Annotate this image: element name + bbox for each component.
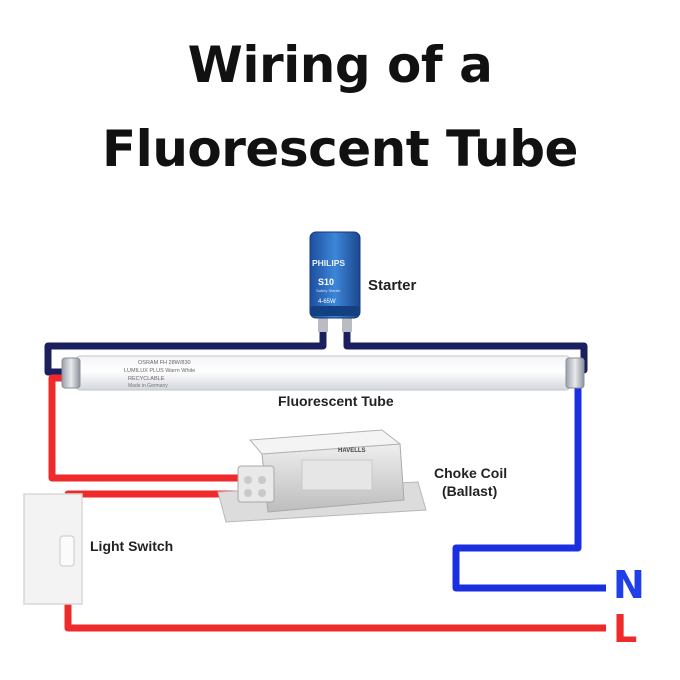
tube-label: Fluorescent Tube xyxy=(278,393,394,409)
tube-print-3: RECYCLABLE xyxy=(128,376,165,382)
choke-label-1: Choke Coil xyxy=(434,465,507,481)
starter-sub: Safety Starter xyxy=(316,288,341,293)
starter: PHILIPS S10 Safety Starter 4-65W xyxy=(309,231,361,332)
neutral-wire xyxy=(452,380,606,592)
ballast-brand: HAVELLS xyxy=(338,448,366,454)
live-label: L xyxy=(613,607,637,651)
title-line-1: Wiring of a xyxy=(187,36,493,94)
tube-print-1: OSRAM FH 28W/830 xyxy=(138,360,191,366)
starter-rating: 4-65W xyxy=(318,299,336,305)
choke-to-switch-wire xyxy=(64,490,240,534)
choke-label-2: (Ballast) xyxy=(442,483,497,499)
neutral-label: N xyxy=(613,563,645,607)
starter-left-wire xyxy=(44,330,327,376)
light-switch xyxy=(23,493,83,605)
live-wire xyxy=(64,566,606,632)
starter-brand: PHILIPS xyxy=(312,258,345,268)
fluorescent-tube: OSRAM FH 28W/830 LUMILUX PLUS Warm White… xyxy=(61,355,585,391)
tube-to-choke-wire xyxy=(48,374,240,482)
starter-model: S10 xyxy=(318,277,334,287)
title-line-2: Fluorescent Tube xyxy=(102,120,578,178)
tube-print-4: Made in Germany xyxy=(128,383,168,389)
tube-print-2: LUMILUX PLUS Warm White xyxy=(124,368,195,374)
choke-ballast: HAVELLS xyxy=(217,429,427,523)
switch-label: Light Switch xyxy=(90,538,173,554)
starter-label: Starter xyxy=(368,277,417,294)
